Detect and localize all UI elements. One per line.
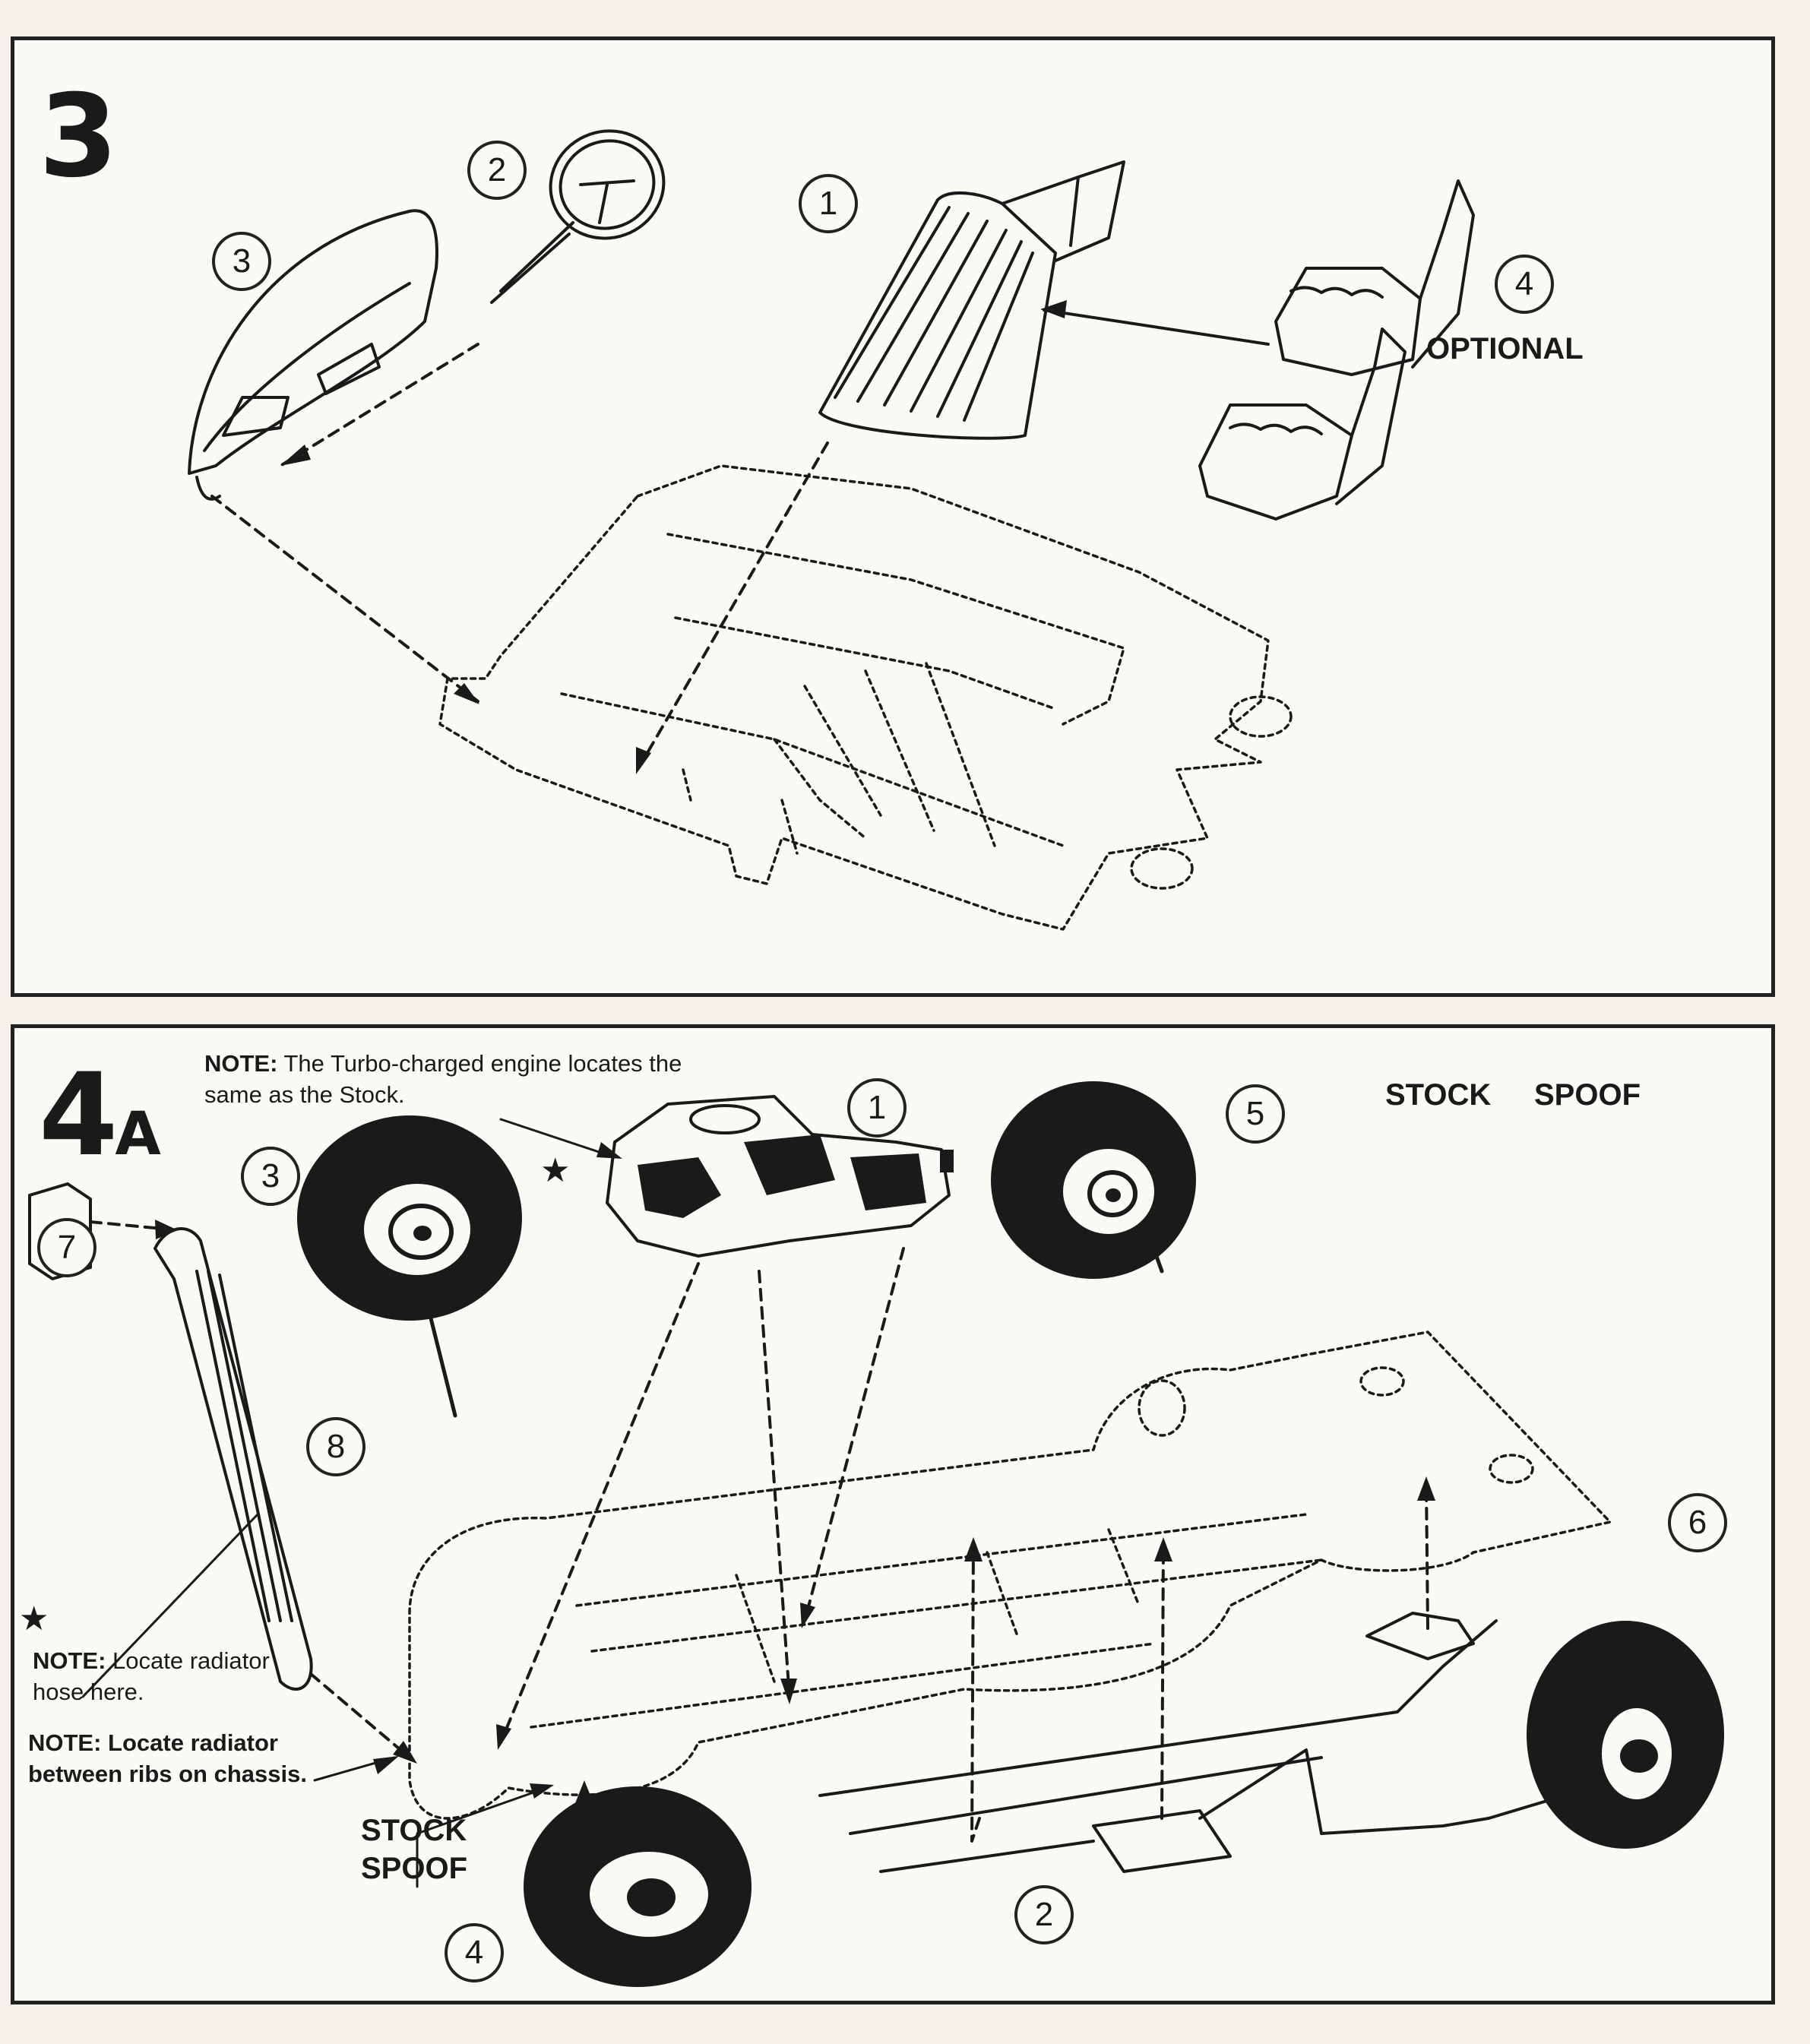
assembly-arrows [210, 343, 829, 771]
engine-part [606, 1095, 951, 1258]
step-4a-panel: 4A [11, 1024, 1775, 2004]
callout-2: 2 [1014, 1885, 1074, 1944]
exhaust-part [818, 1612, 1619, 1873]
spoof-label-top: SPOOF [1534, 1078, 1641, 1112]
callout-4: 4 [445, 1923, 504, 1982]
callout-4: 4 [1495, 255, 1554, 314]
callout-8: 8 [306, 1417, 365, 1476]
step-3-number: 3 [39, 71, 118, 203]
callout-2: 2 [467, 141, 527, 200]
steering-wheel-part [490, 129, 666, 304]
wheel-front-spoof [524, 1786, 752, 1987]
wheel-rear-spoof [1527, 1621, 1724, 1849]
step-3-illustration [188, 129, 1475, 931]
radiator-part [153, 1227, 313, 1691]
note-radiator-ribs: NOTE: Locate radiator between ribs on ch… [28, 1729, 307, 1787]
wheel-rear-right [991, 1081, 1196, 1279]
wheels [297, 1081, 1724, 1987]
star-hose: ★ [19, 1600, 49, 1637]
callout-6: 6 [1668, 1493, 1727, 1552]
callout-5: 5 [1226, 1084, 1285, 1144]
stock-label-top: STOCK [1385, 1078, 1492, 1112]
chassis-part [408, 1330, 1612, 1820]
callout-3: 3 [212, 232, 271, 291]
optional-label: OPTIONAL [1426, 332, 1584, 365]
step-4a-number: 4A [39, 1049, 161, 1182]
note-radiator-hose: NOTE: Locate radiator hose here. [33, 1647, 270, 1705]
callout-1: 1 [847, 1078, 907, 1137]
floor-pan-part [438, 464, 1293, 931]
dashboard-part [188, 209, 438, 501]
callout-1: 1 [799, 174, 858, 233]
bucket-seats-part [1198, 179, 1475, 520]
callout-7: 7 [37, 1218, 97, 1277]
step-3-panel: 3 [11, 36, 1775, 997]
star-engine: ★ [540, 1152, 571, 1189]
step-4a-illustration [28, 1081, 1724, 1987]
bench-seat-part [818, 160, 1125, 440]
stock-label-bottom: STOCK [361, 1814, 467, 1847]
note-engine: NOTE: The Turbo-charged engine locates t… [204, 1050, 682, 1108]
radiator-hose-part [28, 1182, 92, 1280]
callout-3: 3 [241, 1147, 300, 1206]
spoof-label-bottom: SPOOF [361, 1852, 468, 1885]
wheel-front-left [297, 1115, 522, 1321]
